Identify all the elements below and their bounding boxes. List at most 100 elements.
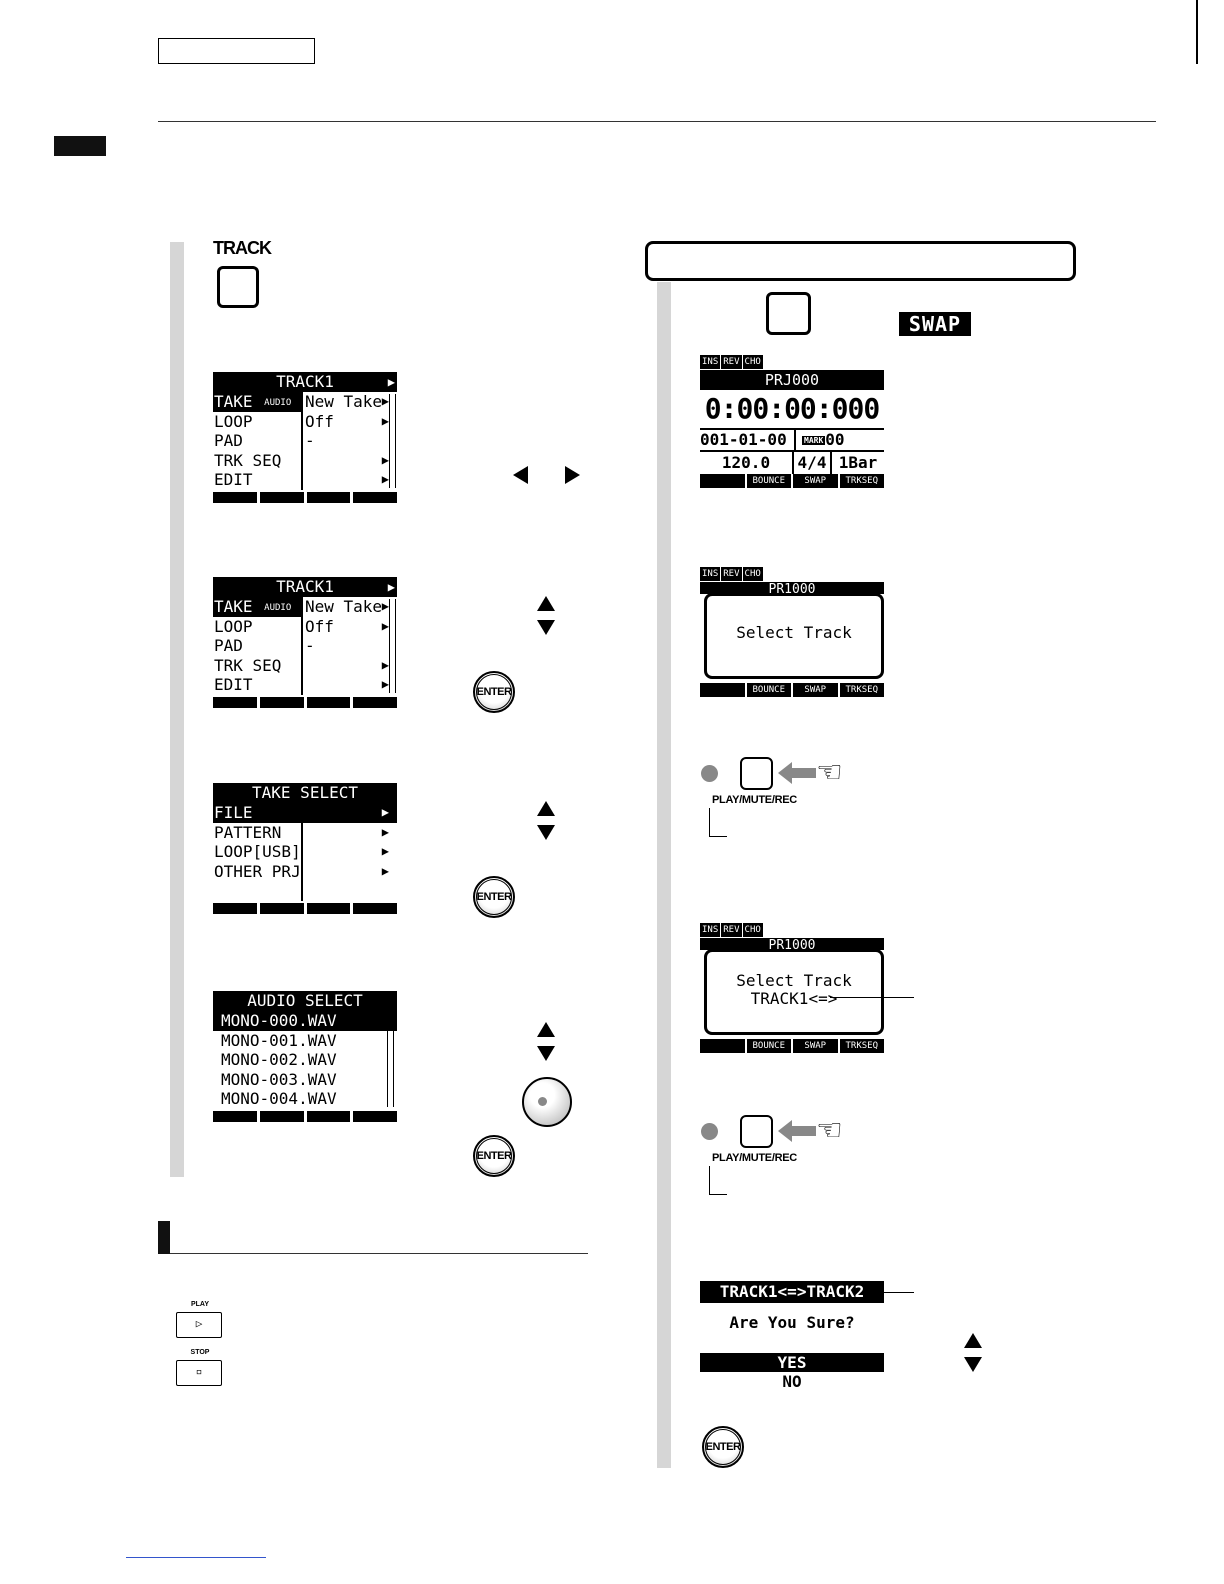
- dialog-message: Select Track: [736, 971, 852, 990]
- take-select-screen: TAKE SELECT FILE▶ PATTERN▶ LOOP[USB]▶ OT…: [213, 783, 397, 914]
- title-arrow-icon: ▶: [387, 375, 395, 389]
- menu-row-edit[interactable]: EDIT▶: [213, 675, 397, 695]
- chapter-tab: [54, 136, 106, 156]
- left-steps-bar: [170, 242, 184, 1177]
- play-mute-rec-button[interactable]: [740, 757, 773, 790]
- file-row[interactable]: MONO-004.WAV: [221, 1089, 337, 1108]
- callout-line: [830, 997, 914, 998]
- play-button-label: PLAY: [190, 1301, 210, 1308]
- fkey-bounce: BOUNCE: [746, 474, 791, 488]
- cursor-down-icon[interactable]: [537, 1046, 555, 1061]
- dialog-message: Select Track: [736, 623, 852, 642]
- dial-icon[interactable]: [522, 1077, 572, 1127]
- option-yes[interactable]: YES: [700, 1353, 884, 1372]
- cursor-right-icon[interactable]: [565, 466, 580, 484]
- screen-title: TRACK1: [276, 577, 334, 596]
- menu-row-edit[interactable]: EDIT▶: [213, 470, 397, 490]
- play-mute-rec-label: PLAY/MUTE/REC: [712, 1152, 797, 1164]
- function-keys: [213, 491, 397, 503]
- cursor-up-icon[interactable]: [537, 1022, 555, 1037]
- swap-confirm-screen: TRACK1<=>TRACK2 Are You Sure? YES NO: [700, 1281, 884, 1391]
- function-keys: [213, 1110, 397, 1122]
- stop-button-label: STOP: [190, 1349, 210, 1356]
- hint-title-box: [645, 241, 1076, 281]
- fkey-trkseq: TRKSEQ: [839, 474, 884, 488]
- cursor-left-icon[interactable]: [513, 466, 528, 484]
- page-edge-rule: [1196, 0, 1198, 64]
- option-no[interactable]: NO: [782, 1372, 802, 1391]
- pointing-hand-icon: ☜: [816, 755, 843, 790]
- status-led: [701, 765, 718, 782]
- leader-line: [709, 808, 727, 837]
- screen-title: TAKE SELECT: [252, 783, 358, 802]
- menu-row-pad[interactable]: PAD-: [213, 636, 397, 656]
- audio-select-screen: AUDIO SELECT MONO-000.WAV MONO-001.WAV M…: [213, 991, 397, 1122]
- menu-row-other-prj[interactable]: OTHER PRJ▶: [213, 861, 397, 881]
- leader-line: [709, 1166, 727, 1195]
- cursor-down-icon[interactable]: [537, 620, 555, 635]
- play-mute-rec-button[interactable]: [740, 1115, 773, 1148]
- scrollbar: [389, 394, 396, 488]
- menu-row-trk-seq[interactable]: TRK SEQ▶: [213, 655, 397, 675]
- enter-button[interactable]: ENTER: [473, 671, 515, 713]
- cursor-up-icon[interactable]: [964, 1333, 982, 1348]
- footer-link-rule: [126, 1557, 266, 1558]
- track-button[interactable]: [217, 266, 259, 308]
- cursor-down-icon[interactable]: [964, 1357, 982, 1372]
- arrow-left-icon: [778, 1120, 816, 1142]
- menu-row-pattern[interactable]: PATTERN▶: [213, 822, 397, 842]
- menu-row-loop-usb[interactable]: LOOP[USB]▶: [213, 842, 397, 862]
- select-track-dialog: Select Track TRACK1<=>: [704, 949, 884, 1035]
- fkey-swap: SWAP: [793, 474, 838, 488]
- header-rule: [158, 121, 1156, 122]
- fkey-blank: [700, 474, 745, 488]
- menu-row-pad[interactable]: PAD-: [213, 431, 397, 451]
- scrollbar: [389, 599, 396, 693]
- select-track-dialog: Select Track: [704, 593, 884, 679]
- enter-button[interactable]: ENTER: [473, 1135, 515, 1177]
- cursor-up-icon[interactable]: [537, 801, 555, 816]
- section-marker: [158, 1221, 170, 1254]
- swap-key-tag: SWAP: [899, 312, 971, 336]
- function-keys: [213, 902, 397, 914]
- function-button[interactable]: [766, 292, 811, 335]
- menu-row-file[interactable]: FILE▶: [213, 803, 397, 823]
- file-row[interactable]: MONO-002.WAV: [221, 1050, 337, 1069]
- status-led: [701, 1123, 718, 1140]
- menu-row-trk-seq[interactable]: TRK SEQ▶: [213, 450, 397, 470]
- file-row[interactable]: MONO-003.WAV: [221, 1069, 337, 1089]
- home-function-keys: BOUNCE SWAP TRKSEQ: [700, 474, 884, 488]
- pointing-hand-icon: ☜: [816, 1113, 843, 1148]
- file-row[interactable]: MONO-000.WAV: [213, 1011, 397, 1031]
- enter-button[interactable]: ENTER: [702, 1426, 744, 1468]
- cursor-down-icon[interactable]: [537, 825, 555, 840]
- scrollbar: [387, 1013, 394, 1107]
- dialog-track-line: TRACK1<=>: [750, 989, 838, 1008]
- right-steps-bar: [657, 282, 671, 1468]
- tempo-row: 120.0 4/4 1Bar: [721, 452, 878, 474]
- time-counter: 0:00:00:000: [704, 392, 880, 425]
- file-row[interactable]: MONO-001.WAV: [221, 1030, 337, 1050]
- stop-button[interactable]: ▫: [176, 1360, 222, 1386]
- confirm-question: Are You Sure?: [729, 1313, 855, 1332]
- cursor-up-icon[interactable]: [537, 596, 555, 611]
- section-rule: [170, 1253, 588, 1254]
- play-mute-rec-label: PLAY/MUTE/REC: [712, 794, 797, 806]
- function-keys: [213, 696, 397, 708]
- play-button[interactable]: ▷: [176, 1312, 222, 1338]
- enter-button[interactable]: ENTER: [473, 876, 515, 918]
- arrow-left-icon: [778, 762, 816, 784]
- header-box: [158, 38, 315, 64]
